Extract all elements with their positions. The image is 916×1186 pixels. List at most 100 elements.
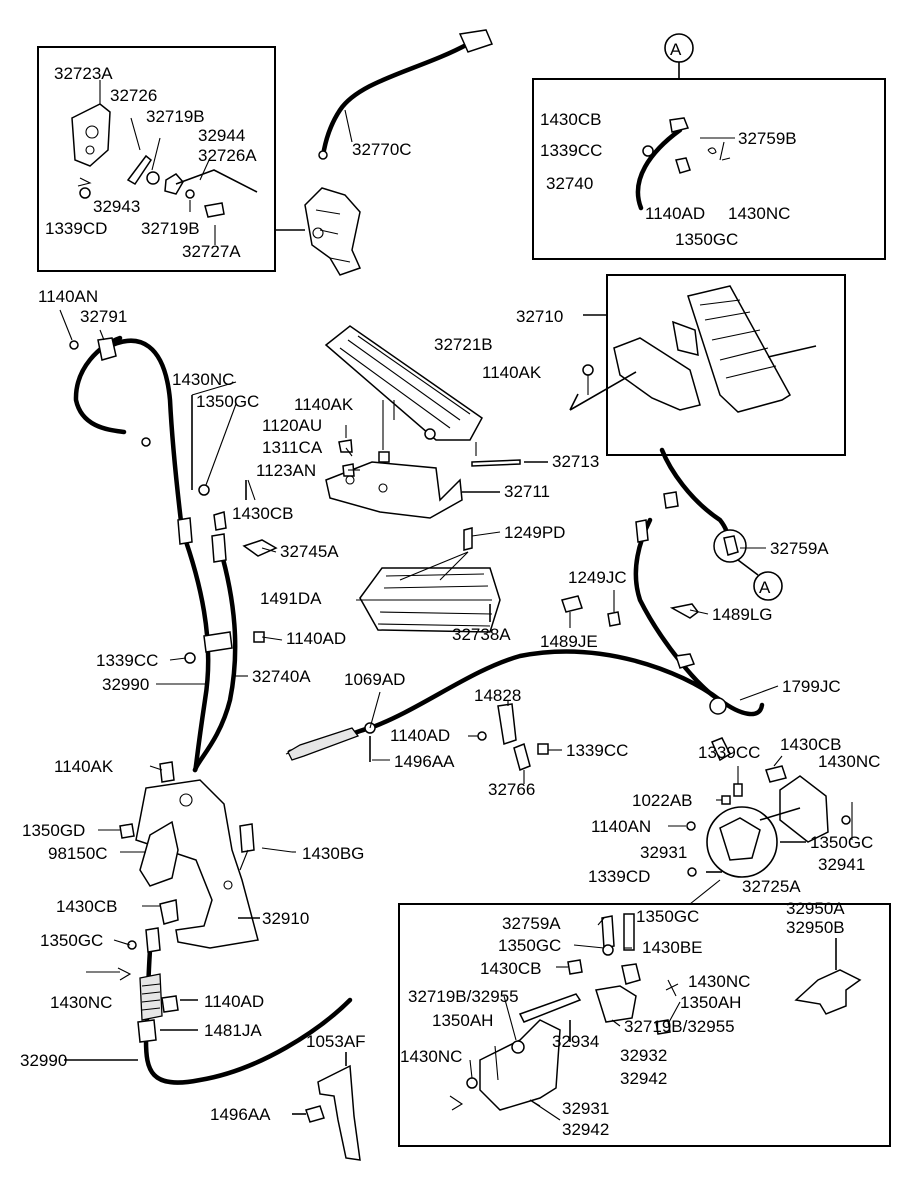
label-1430NC: 1430NC: [400, 1047, 462, 1066]
label-1496AA: 1496AA: [394, 752, 455, 771]
label-32723A: 32723A: [54, 64, 113, 83]
label-1430BE: 1430BE: [642, 938, 703, 957]
label-1430CB: 1430CB: [480, 959, 541, 978]
lever-32943: [126, 154, 153, 185]
svg-text:A: A: [759, 578, 771, 597]
pedal-mount: [304, 187, 362, 276]
label-32721B: 32721B: [434, 335, 493, 354]
label-32931: 32931: [562, 1099, 609, 1118]
label-32990: 32990: [20, 1051, 67, 1070]
label-1311CA: 1311CA: [262, 438, 323, 457]
label-1350GC: 1350GC: [498, 936, 561, 955]
label-1140AK: 1140AK: [482, 363, 542, 382]
frame-pedal-assembly: [606, 274, 846, 456]
label-1339CC: 1339CC: [566, 741, 628, 760]
label-1350GC: 1350GC: [810, 833, 873, 852]
label-32950A: 32950A: [786, 899, 845, 918]
label-1339CC: 1339CC: [698, 743, 760, 762]
label-32942: 32942: [620, 1069, 667, 1088]
label-32738A: 32738A: [452, 625, 511, 644]
label-32931: 32931: [640, 843, 687, 862]
frame-bracket-assembly: [398, 903, 891, 1147]
label-1350GC: 1350GC: [675, 230, 738, 249]
label-1350GC: 1350GC: [636, 907, 699, 926]
label-1430NC: 1430NC: [688, 972, 750, 991]
label-1350GC: 1350GC: [196, 392, 259, 411]
label-1430NC: 1430NC: [818, 752, 880, 771]
label-1430CB: 1430CB: [56, 897, 117, 916]
label-1350AH: 1350AH: [680, 993, 741, 1012]
label-1430NC: 1430NC: [728, 204, 790, 223]
label-32950B: 32950B: [786, 918, 845, 937]
label-32942: 32942: [562, 1120, 609, 1139]
label-32759A: 32759A: [770, 539, 829, 558]
label-98150C: 98150C: [48, 844, 108, 863]
label-1339CC: 1339CC: [96, 651, 158, 670]
label-1140AD: 1140AD: [204, 992, 264, 1011]
label-32766: 32766: [488, 780, 535, 799]
label-32791: 32791: [80, 307, 127, 326]
label-1339CD: 1339CD: [588, 867, 650, 886]
label-32740A: 32740A: [252, 667, 311, 686]
label-1430NC: 1430NC: [50, 993, 112, 1012]
label-32726: 32726: [110, 86, 157, 105]
label-1140AK: 1140AK: [54, 757, 114, 776]
label-32725A: 32725A: [742, 877, 801, 896]
callout-a-top: A: [664, 33, 694, 79]
bracket-32723A: [71, 103, 111, 167]
mount-32910: [135, 779, 259, 949]
label-1022AB: 1022AB: [632, 791, 693, 810]
label-1140AK: 1140AK: [294, 395, 354, 414]
label-32944: 32944: [198, 126, 245, 145]
label-32759A: 32759A: [502, 914, 561, 933]
label-1249JC: 1249JC: [568, 568, 627, 587]
label-32759B: 32759B: [738, 129, 797, 148]
label-1481JA: 1481JA: [204, 1021, 262, 1040]
label-1120AU: 1120AU: [262, 416, 322, 435]
label-32943: 32943: [93, 197, 140, 216]
label-1069AD: 1069AD: [344, 670, 405, 689]
frame-detail-a: [532, 78, 886, 260]
label-14828: 14828: [474, 686, 521, 705]
label-32726A: 32726A: [198, 146, 257, 165]
label-32710: 32710: [516, 307, 563, 326]
label-32990: 32990: [102, 675, 149, 694]
label-1053AF: 1053AF: [306, 1032, 366, 1051]
label-32770C: 32770C: [352, 140, 412, 159]
label-1350AH: 1350AH: [432, 1011, 493, 1030]
label-32713: 32713: [552, 452, 599, 471]
label-32719B: 32719B: [146, 107, 205, 126]
label-32910: 32910: [262, 909, 309, 928]
label-1140AN: 1140AN: [591, 817, 651, 836]
label-32711: 32711: [504, 482, 550, 501]
label-1249PD: 1249PD: [504, 523, 565, 542]
label-1491DA: 1491DA: [260, 589, 322, 608]
label-1489JE: 1489JE: [540, 632, 598, 651]
label-32719B-32955: 32719B/32955: [408, 987, 519, 1006]
label-1430CB: 1430CB: [232, 504, 293, 523]
label-1430CB: 1430CB: [540, 110, 601, 129]
label-1339CD: 1339CD: [45, 219, 107, 238]
label-32719B-32955: 32719B/32955: [624, 1017, 735, 1036]
label-32727A: 32727A: [182, 242, 241, 261]
drawing-shapes: [64, 29, 862, 1161]
pedal-32721B: [324, 325, 483, 441]
label-1123AN: 1123AN: [256, 461, 316, 480]
label-1140AN: 1140AN: [38, 287, 98, 306]
label-1489LG: 1489LG: [712, 605, 773, 624]
label-1430BG: 1430BG: [302, 844, 364, 863]
callout-a-mid: A: [737, 559, 783, 601]
label-1430NC: 1430NC: [172, 370, 234, 389]
label-32719B: 32719B: [141, 219, 200, 238]
leader-lines: [59, 309, 783, 1121]
label-1339CC: 1339CC: [540, 141, 602, 160]
label-1350GC: 1350GC: [40, 931, 103, 950]
label-1350GD: 1350GD: [22, 821, 85, 840]
label-1430CB: 1430CB: [780, 735, 841, 754]
label-1140AD: 1140AD: [645, 204, 705, 223]
label-1140AD: 1140AD: [286, 629, 346, 648]
label-1496AA: 1496AA: [210, 1105, 271, 1124]
label-32740: 32740: [546, 174, 593, 193]
svg-text:A: A: [670, 40, 682, 59]
